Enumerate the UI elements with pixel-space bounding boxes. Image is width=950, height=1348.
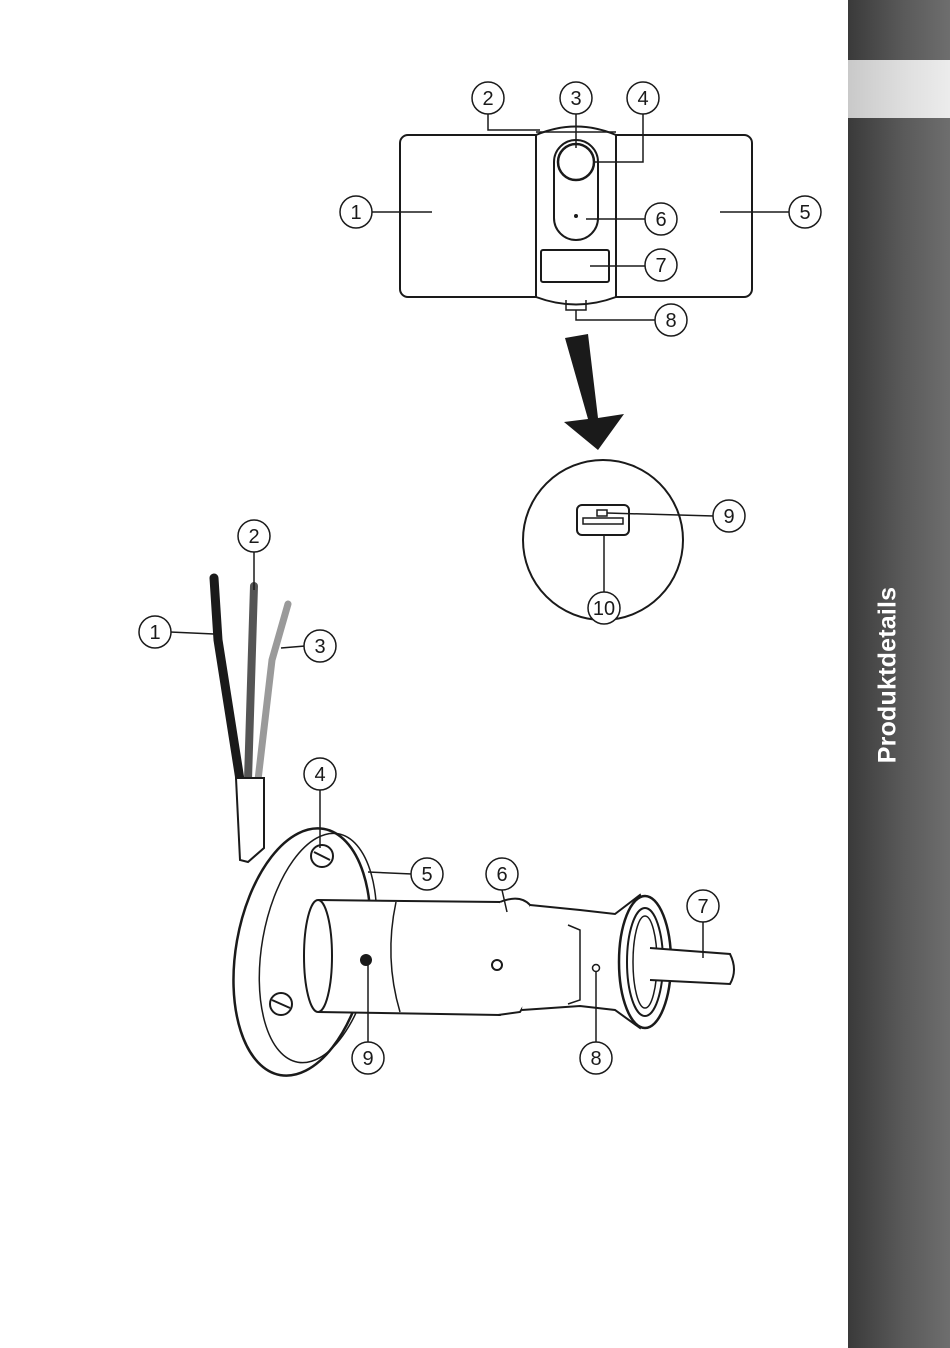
- callout-top-5: 5: [789, 196, 821, 228]
- callout-cam-4: 4: [304, 758, 336, 790]
- callout-cam-9: 9: [352, 1042, 384, 1074]
- svg-text:7: 7: [697, 896, 708, 918]
- callout-cam-5: 5: [411, 858, 443, 890]
- svg-text:8: 8: [665, 310, 676, 332]
- svg-text:6: 6: [496, 864, 507, 886]
- top-view-drawing: [400, 127, 752, 311]
- callout-detail-9: 9: [713, 500, 745, 532]
- callout-top-8: 8: [655, 304, 687, 336]
- callout-top-6: 6: [645, 203, 677, 235]
- svg-text:4: 4: [314, 764, 325, 786]
- svg-text:1: 1: [350, 202, 361, 224]
- svg-text:6: 6: [655, 209, 666, 231]
- svg-text:7: 7: [655, 255, 666, 277]
- down-arrow: [564, 334, 624, 450]
- callout-cam-2: 2: [238, 520, 270, 552]
- arm-cylinder: [318, 900, 523, 1015]
- wire-1: [214, 578, 240, 780]
- callout-cam-3: 3: [304, 630, 336, 662]
- callout-cam-7: 7: [687, 890, 719, 922]
- svg-text:8: 8: [590, 1048, 601, 1070]
- callout-cam-6: 6: [486, 858, 518, 890]
- svg-text:1: 1: [149, 622, 160, 644]
- camera-drawing: [214, 578, 734, 1087]
- callout-cam-8: 8: [580, 1042, 612, 1074]
- cable-stub: [650, 948, 734, 984]
- svg-text:5: 5: [421, 864, 432, 886]
- callout-top-1: 1: [340, 196, 372, 228]
- wire-2: [248, 586, 254, 780]
- cable-sheath: [236, 778, 264, 862]
- detail-circle: [523, 460, 714, 620]
- svg-text:3: 3: [570, 88, 581, 110]
- callout-top-3: 3: [560, 82, 592, 114]
- svg-text:5: 5: [799, 202, 810, 224]
- svg-text:3: 3: [314, 636, 325, 658]
- svg-text:2: 2: [482, 88, 493, 110]
- sidebar-tab: [848, 60, 950, 118]
- svg-text:9: 9: [723, 506, 734, 528]
- callout-top-7: 7: [645, 249, 677, 281]
- callout-top-2: 2: [472, 82, 504, 114]
- svg-text:10: 10: [593, 598, 615, 620]
- sidebar-title: Produktdetails: [874, 587, 903, 763]
- callout-top-4: 4: [627, 82, 659, 114]
- wire-3: [258, 604, 288, 780]
- callout-cam-1: 1: [139, 616, 171, 648]
- svg-text:4: 4: [637, 88, 648, 110]
- svg-text:2: 2: [248, 526, 259, 548]
- callout-detail-10: 10: [588, 592, 620, 624]
- svg-text:9: 9: [362, 1048, 373, 1070]
